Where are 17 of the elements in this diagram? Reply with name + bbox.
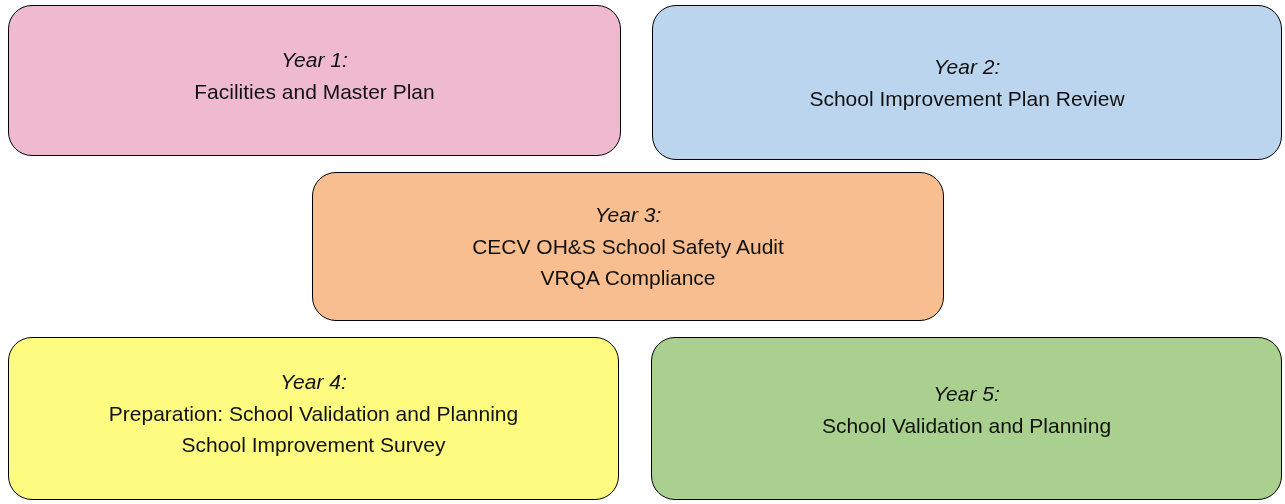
plan-text: School Improvement Survey: [181, 432, 446, 459]
year-box: [8, 5, 621, 156]
year-heading: Year 5:: [933, 381, 1000, 407]
year-heading: Year 4:: [280, 369, 347, 396]
plan-text: Preparation: School Validation and Planning: [108, 400, 519, 427]
year-box: [652, 5, 1282, 160]
year-box: [8, 337, 619, 500]
year-heading: Year 2:: [933, 54, 1001, 80]
plan-text: Facilities and Master Plan: [194, 78, 435, 105]
year-heading: Year 3:: [594, 202, 662, 229]
year-box: [312, 172, 944, 321]
year-heading: Year 1:: [281, 47, 348, 73]
plan-text: CECV OH&S School Safety Audit: [472, 233, 784, 260]
plan-text: VRQA Compliance: [540, 265, 716, 292]
year-box: [651, 337, 1282, 500]
plan-text: School Validation and Planning: [821, 412, 1112, 439]
plan-text: School Improvement Plan Review: [809, 85, 1125, 112]
